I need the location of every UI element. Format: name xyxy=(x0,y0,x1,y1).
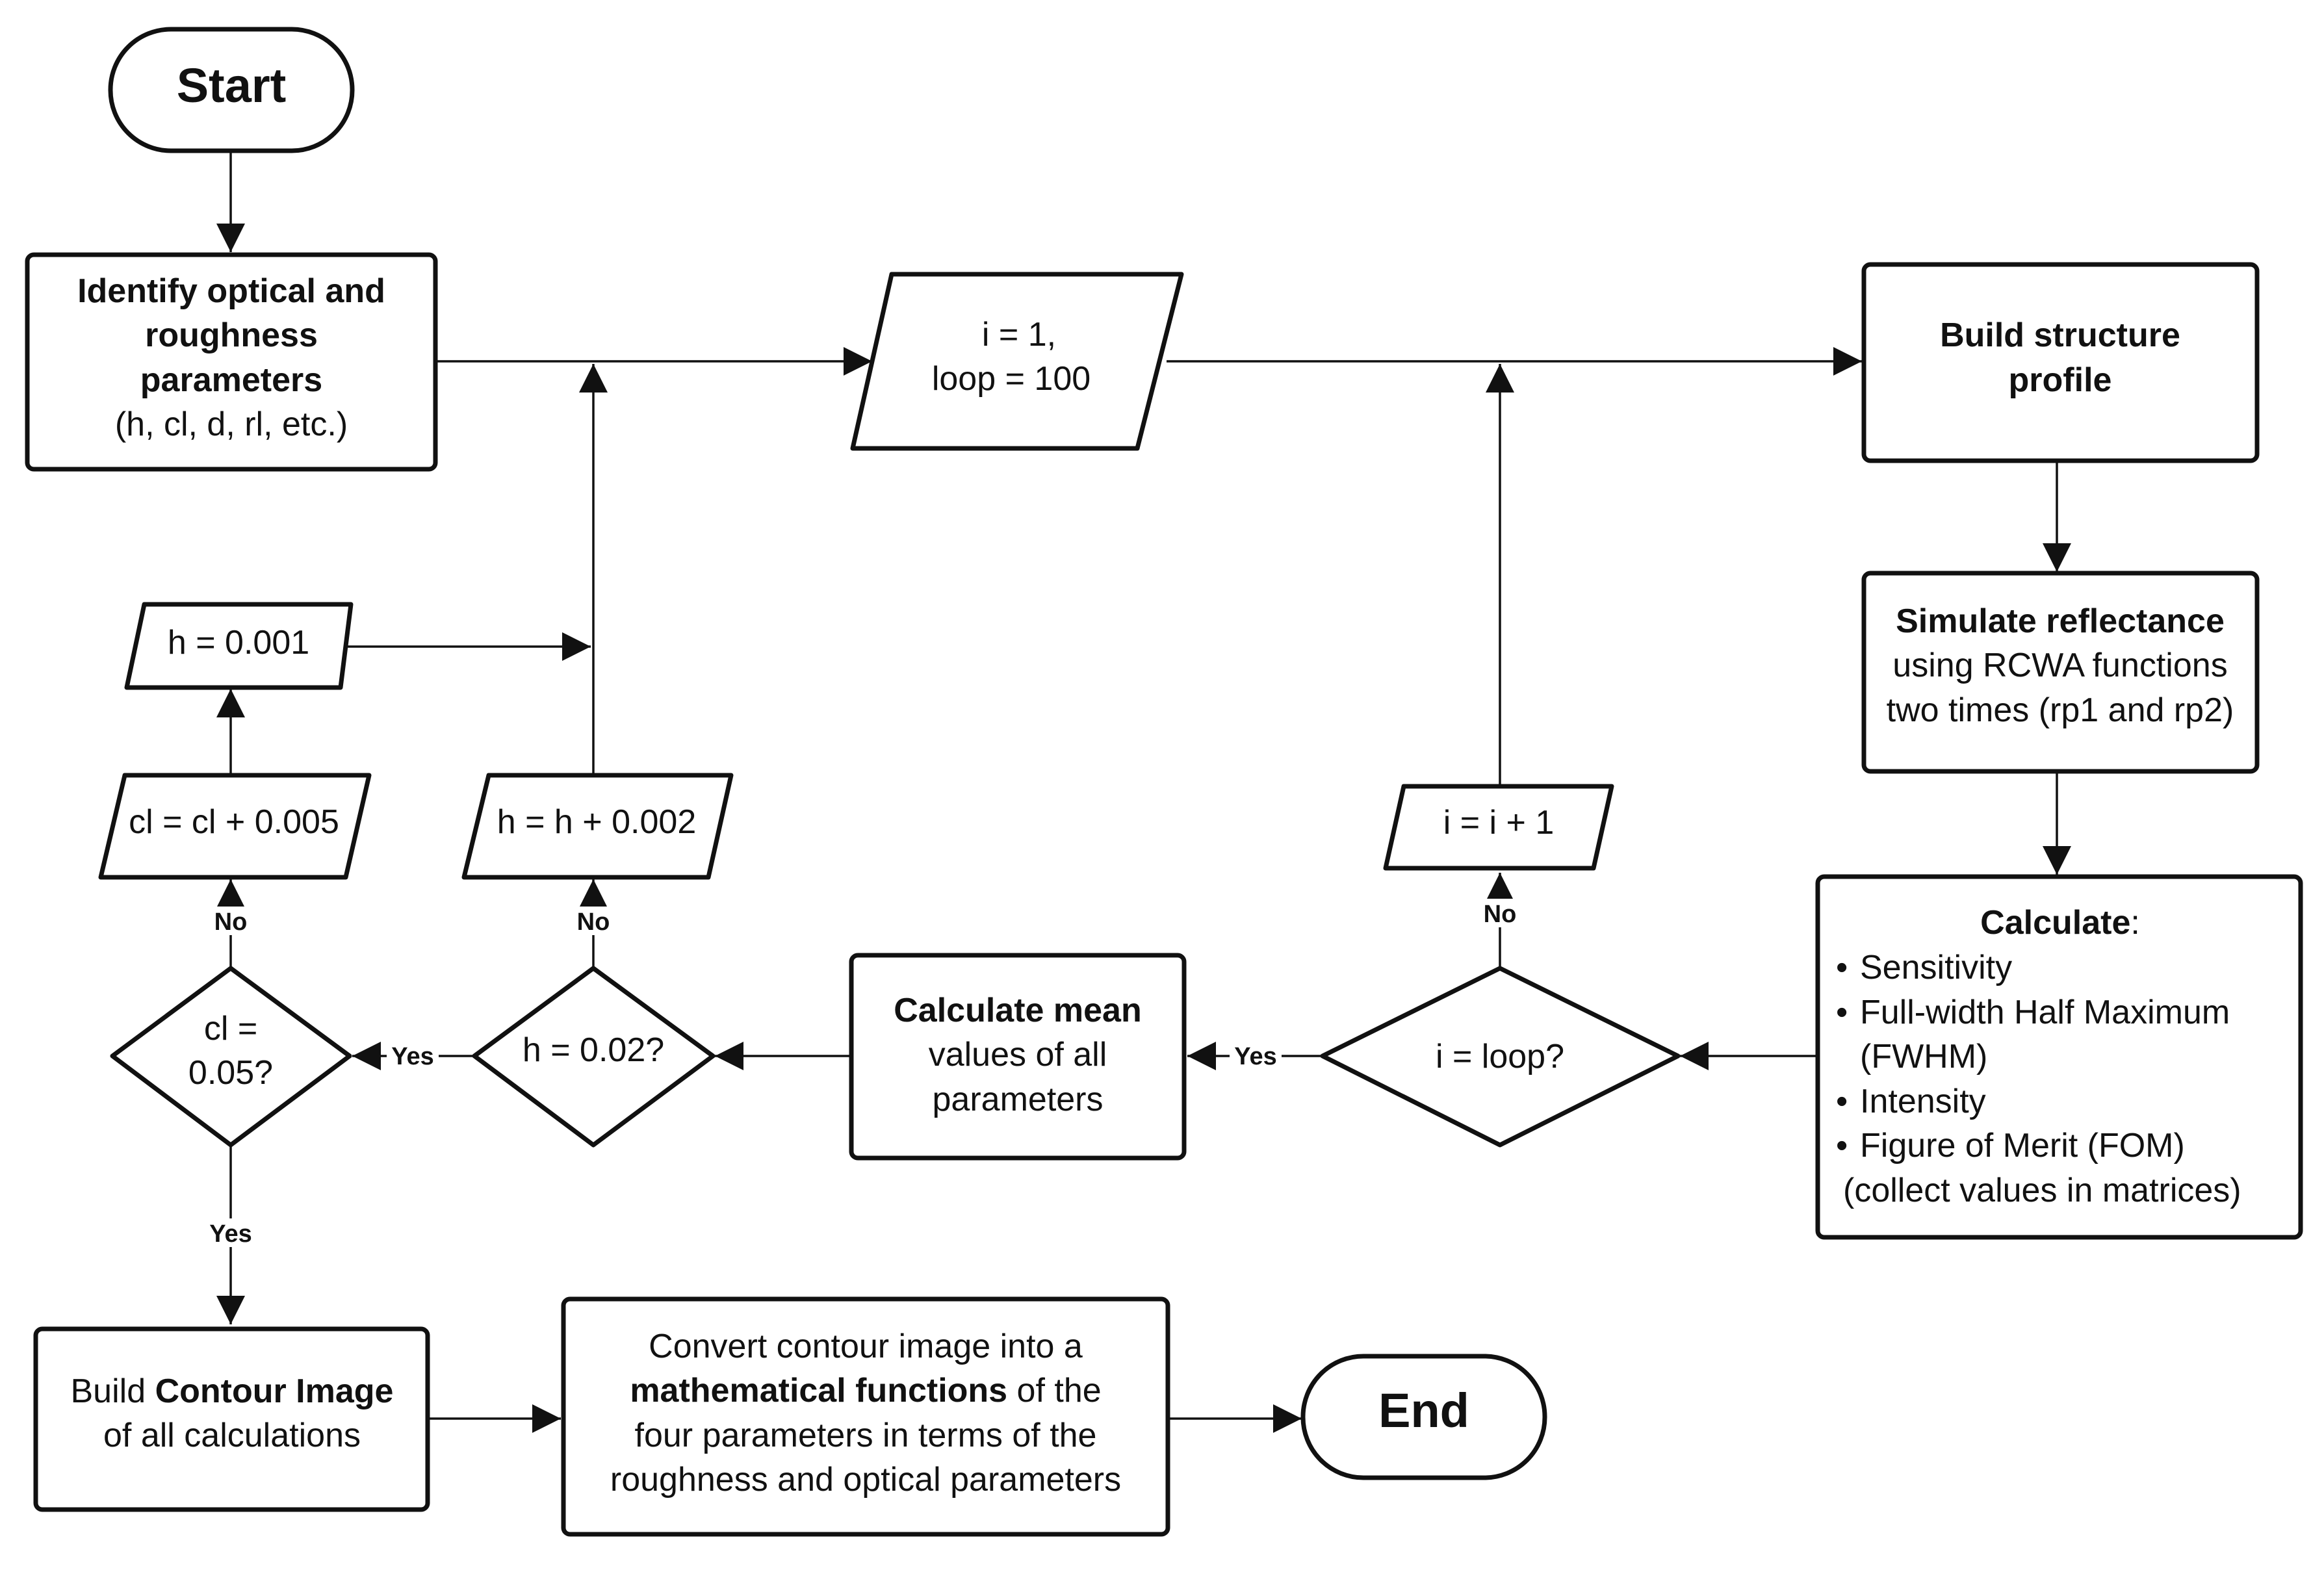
cl-check-line2: 0.05? xyxy=(188,1054,273,1092)
calculate-note: (collect values in matrices) xyxy=(1843,1172,2241,1209)
end-label: End xyxy=(1378,1383,1469,1437)
calc-mean-line3: parameters xyxy=(933,1081,1104,1118)
h-reset-label: h = 0.001 xyxy=(168,624,309,662)
calculate-item-fom: Figure of Merit (FOM) xyxy=(1860,1127,2185,1165)
identify-line3: parameters xyxy=(140,361,322,399)
calculate-bullet-1: • xyxy=(1836,949,1848,986)
calculate-item-fwhm: Full-width Half Maximum xyxy=(1860,994,2230,1031)
i-increment-node: i = i + 1 xyxy=(1383,784,1614,871)
contour-line2: of all calculations xyxy=(103,1417,361,1454)
i-loop-decision: i = loop? xyxy=(1320,966,1681,1148)
edge-labels: Yes No Yes No Yes No xyxy=(205,899,1521,1248)
convert-line2-bold: mathematical functions xyxy=(630,1372,1007,1409)
calculate-item-sensitivity: Sensitivity xyxy=(1860,949,2012,986)
calc-mean-line1: Calculate mean xyxy=(894,992,1142,1029)
calc-mean-line2: values of all xyxy=(929,1036,1107,1074)
identify-line4: (h, cl, d, rl, etc.) xyxy=(115,405,348,443)
calculate-title-colon: : xyxy=(2130,904,2139,942)
contour-line1: Build Contour Image xyxy=(71,1372,394,1410)
h-increment-label: h = h + 0.002 xyxy=(497,803,697,841)
end-node: End xyxy=(1300,1354,1547,1480)
cl-check-decision: cl = 0.05? xyxy=(110,966,352,1148)
cl-increment-node: cl = cl + 0.005 xyxy=(98,773,372,880)
init-line2: loop = 100 xyxy=(932,360,1091,398)
edge-label-yes-iloop: Yes xyxy=(1234,1043,1277,1070)
i-loop-label: i = loop? xyxy=(1436,1038,1564,1075)
h-reset-node: h = 0.001 xyxy=(124,602,354,690)
build-structure-node: Build structure profile xyxy=(1861,262,2260,463)
simulate-node: Simulate reflectance using RCWA function… xyxy=(1861,571,2260,774)
calculate-title-bold: Calculate xyxy=(1980,904,2130,942)
convert-line2: mathematical functions of the xyxy=(630,1372,1101,1409)
identify-parameters-node: Identify optical and roughness parameter… xyxy=(25,252,438,472)
convert-line4: roughness and optical parameters xyxy=(610,1461,1121,1499)
start-label: Start xyxy=(177,58,287,112)
contour-line1-pre: Build xyxy=(71,1372,155,1410)
init-node: i = 1, loop = 100 xyxy=(850,272,1184,451)
convert-line2-post: of the xyxy=(1007,1372,1102,1409)
identify-line1: Identify optical and xyxy=(77,272,385,310)
convert-line1: Convert contour image into a xyxy=(649,1328,1083,1365)
calculate-bullet-4: • xyxy=(1836,1127,1848,1165)
h-check-label: h = 0.02? xyxy=(523,1031,664,1069)
edge-label-no-iloop: No xyxy=(1484,901,1517,928)
cl-check-line1: cl = xyxy=(204,1010,257,1048)
identify-line2: roughness xyxy=(145,316,318,354)
h-check-decision: h = 0.02? xyxy=(472,966,716,1148)
build-structure-line1: Build structure xyxy=(1940,316,2180,354)
calculate-mean-node: Calculate mean values of all parameters xyxy=(849,953,1187,1161)
build-structure-line2: profile xyxy=(2009,361,2112,399)
i-increment-label: i = i + 1 xyxy=(1443,804,1555,842)
contour-line1-bold: Contour Image xyxy=(155,1372,394,1410)
convert-line3: four parameters in terms of the xyxy=(635,1417,1097,1454)
h-increment-node: h = h + 0.002 xyxy=(461,773,734,880)
simulate-line3: two times (rp1 and rp2) xyxy=(1887,691,2234,729)
simulate-line2: using RCWA functions xyxy=(1892,647,2227,684)
edge-label-no-h: No xyxy=(577,908,610,936)
calculate-bullet-2: • xyxy=(1836,994,1848,1031)
start-node: Start xyxy=(108,27,355,153)
cl-increment-label: cl = cl + 0.005 xyxy=(129,803,339,841)
edge-label-yes-cl: Yes xyxy=(209,1220,252,1248)
calculate-bullet-3: • xyxy=(1836,1083,1848,1120)
calculate-title: Calculate: xyxy=(1980,904,2140,942)
edge-label-no-cl: No xyxy=(214,908,248,936)
convert-node: Convert contour image into a mathematica… xyxy=(561,1296,1170,1537)
simulate-line1: Simulate reflectance xyxy=(1896,602,2225,640)
calculate-item-intensity: Intensity xyxy=(1860,1083,1986,1120)
init-line1: i = 1, xyxy=(982,316,1056,354)
calculate-item-fwhm-abbr: (FWHM) xyxy=(1860,1038,1987,1075)
edge-label-yes-h: Yes xyxy=(391,1043,434,1070)
contour-node: Build Contour Image of all calculations xyxy=(33,1326,430,1512)
calculate-node: Calculate: • Sensitivity • Full-width Ha… xyxy=(1815,874,2303,1240)
